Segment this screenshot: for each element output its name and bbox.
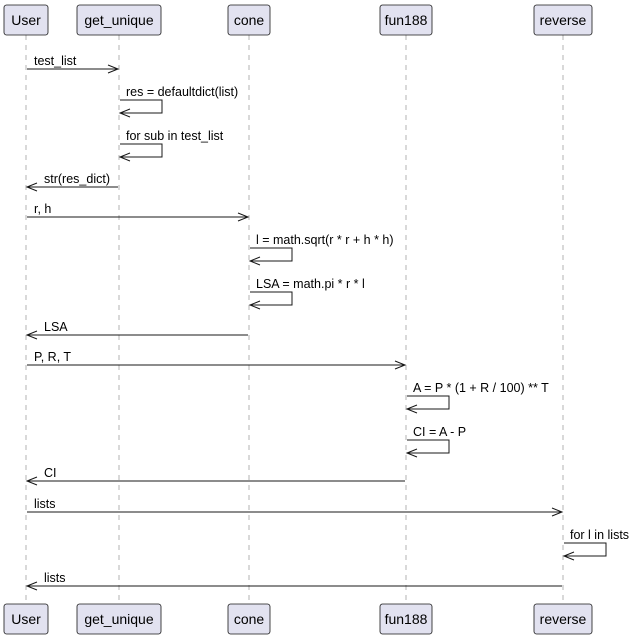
message-label: lists bbox=[34, 497, 56, 511]
participant-label: User bbox=[11, 611, 41, 627]
participant-box bbox=[379, 603, 433, 635]
message-7: LSA = math.pi * r * l bbox=[248, 277, 365, 310]
arrow-head bbox=[248, 300, 261, 310]
participant-get_unique-top: get_unique bbox=[76, 4, 162, 36]
participant-label: User bbox=[11, 12, 41, 28]
participant-label: get_unique bbox=[84, 611, 154, 627]
self-message-line bbox=[250, 291, 293, 306]
self-message-line bbox=[407, 439, 450, 454]
message-3: for sub in test_list bbox=[118, 129, 224, 162]
message-11: CI = A - P bbox=[405, 425, 466, 458]
message-12: CI bbox=[25, 466, 405, 486]
arrow-head bbox=[405, 404, 418, 414]
participant-label: reverse bbox=[540, 611, 587, 627]
lifelines bbox=[25, 35, 564, 604]
participant-reverse-top: reverse bbox=[533, 4, 593, 36]
arrow-head bbox=[118, 152, 131, 162]
participant-label: fun188 bbox=[385, 611, 428, 627]
arrow-head bbox=[25, 581, 38, 591]
participant-fun188-bottom: fun188 bbox=[379, 603, 433, 635]
message-9: P, R, T bbox=[27, 350, 407, 370]
message-4: str(res_dict) bbox=[25, 172, 118, 192]
message-6: l = math.sqrt(r * r + h * h) bbox=[248, 233, 394, 266]
arrow-head bbox=[551, 507, 564, 517]
participant-get_unique-bottom: get_unique bbox=[76, 603, 162, 635]
participant-cone-top: cone bbox=[227, 4, 271, 36]
message-label: res = defaultdict(list) bbox=[126, 85, 238, 99]
message-13: lists bbox=[27, 497, 564, 517]
participant-box bbox=[533, 4, 593, 36]
message-label: LSA = math.pi * r * l bbox=[256, 277, 365, 291]
message-label: for l in lists bbox=[570, 528, 629, 542]
participant-label: fun188 bbox=[385, 12, 428, 28]
arrow-head bbox=[25, 330, 38, 340]
arrow-head bbox=[118, 108, 131, 118]
arrow-head bbox=[248, 256, 261, 266]
participant-label: cone bbox=[234, 12, 265, 28]
message-label: str(res_dict) bbox=[44, 172, 110, 186]
participant-box bbox=[227, 4, 271, 36]
message-5: r, h bbox=[27, 202, 250, 222]
message-label: LSA bbox=[44, 320, 68, 334]
arrow-head bbox=[394, 360, 407, 370]
message-15: lists bbox=[25, 571, 562, 591]
arrow-head bbox=[25, 182, 38, 192]
participant-box bbox=[3, 603, 49, 635]
arrow-head bbox=[107, 64, 120, 74]
participant-box bbox=[227, 603, 271, 635]
participant-box bbox=[76, 4, 162, 36]
message-label: test_list bbox=[34, 54, 77, 68]
self-message-line bbox=[564, 542, 607, 557]
self-message-line bbox=[120, 99, 163, 114]
participant-label: cone bbox=[234, 611, 265, 627]
message-label: CI bbox=[44, 466, 57, 480]
arrow-head bbox=[25, 476, 38, 486]
arrow-head bbox=[562, 551, 575, 561]
message-label: A = P * (1 + R / 100) ** T bbox=[413, 381, 549, 395]
participants-top: User get_unique cone fun188 reverse bbox=[3, 4, 593, 36]
message-label: P, R, T bbox=[34, 350, 71, 364]
message-label: for sub in test_list bbox=[126, 129, 224, 143]
self-message-line bbox=[120, 143, 163, 158]
participant-reverse-bottom: reverse bbox=[533, 603, 593, 635]
participant-user-top: User bbox=[3, 4, 49, 36]
message-1: test_list bbox=[27, 54, 120, 74]
message-10: A = P * (1 + R / 100) ** T bbox=[405, 381, 549, 414]
participant-box bbox=[533, 603, 593, 635]
participant-label: get_unique bbox=[84, 12, 154, 28]
participant-box bbox=[379, 4, 433, 36]
arrow-head bbox=[237, 212, 250, 222]
message-label: CI = A - P bbox=[413, 425, 466, 439]
participant-box bbox=[3, 4, 49, 36]
participant-box bbox=[76, 603, 162, 635]
message-8: LSA bbox=[25, 320, 248, 340]
participant-label: reverse bbox=[540, 12, 587, 28]
participant-fun188-top: fun188 bbox=[379, 4, 433, 36]
self-message-line bbox=[407, 395, 450, 410]
participants-bottom: User get_unique cone fun188 reverse bbox=[3, 603, 593, 635]
message-14: for l in lists bbox=[562, 528, 629, 561]
self-message-line bbox=[250, 247, 293, 262]
message-2: res = defaultdict(list) bbox=[118, 85, 238, 118]
message-label: l = math.sqrt(r * r + h * h) bbox=[256, 233, 394, 247]
participant-cone-bottom: cone bbox=[227, 603, 271, 635]
message-label: r, h bbox=[34, 202, 51, 216]
message-label: lists bbox=[44, 571, 66, 585]
arrow-head bbox=[405, 448, 418, 458]
participant-user-bottom: User bbox=[3, 603, 49, 635]
